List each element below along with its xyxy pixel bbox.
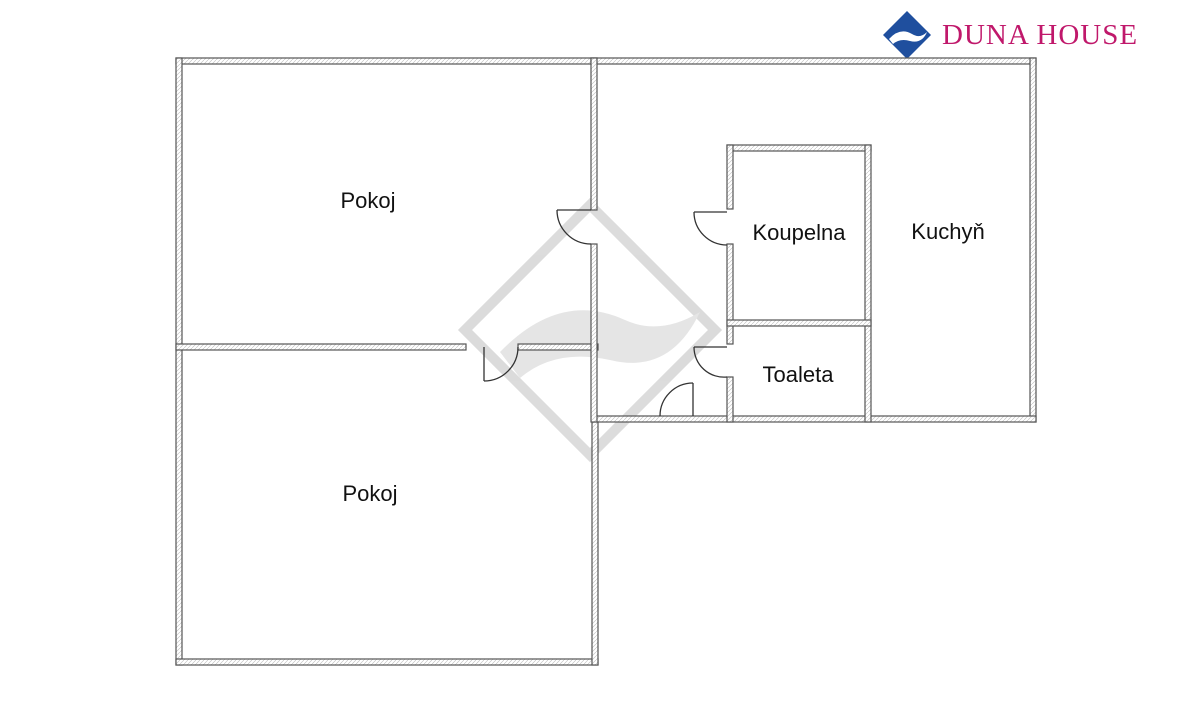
door-toaleta <box>693 346 728 378</box>
door-koupelna <box>693 211 728 246</box>
brand-name: DUNA HOUSE <box>942 18 1139 51</box>
door-pokoj-lower <box>483 346 519 382</box>
walls <box>175 57 1037 666</box>
room-label-pokoj-upper: Pokoj <box>340 188 395 213</box>
room-label-koupelna: Koupelna <box>753 220 847 245</box>
room-label-pokoj-lower: Pokoj <box>342 481 397 506</box>
door-entrance <box>659 382 694 417</box>
room-label-kuchyn: Kuchyň <box>911 219 984 244</box>
doors <box>483 209 728 417</box>
room-label-toaleta: Toaleta <box>763 362 835 387</box>
duna-house-watermark <box>457 197 723 463</box>
brand-logo: DUNA HOUSE <box>882 10 1182 60</box>
diamond-wave-logo-icon <box>883 11 931 59</box>
door-pokoj-upper <box>556 209 592 245</box>
